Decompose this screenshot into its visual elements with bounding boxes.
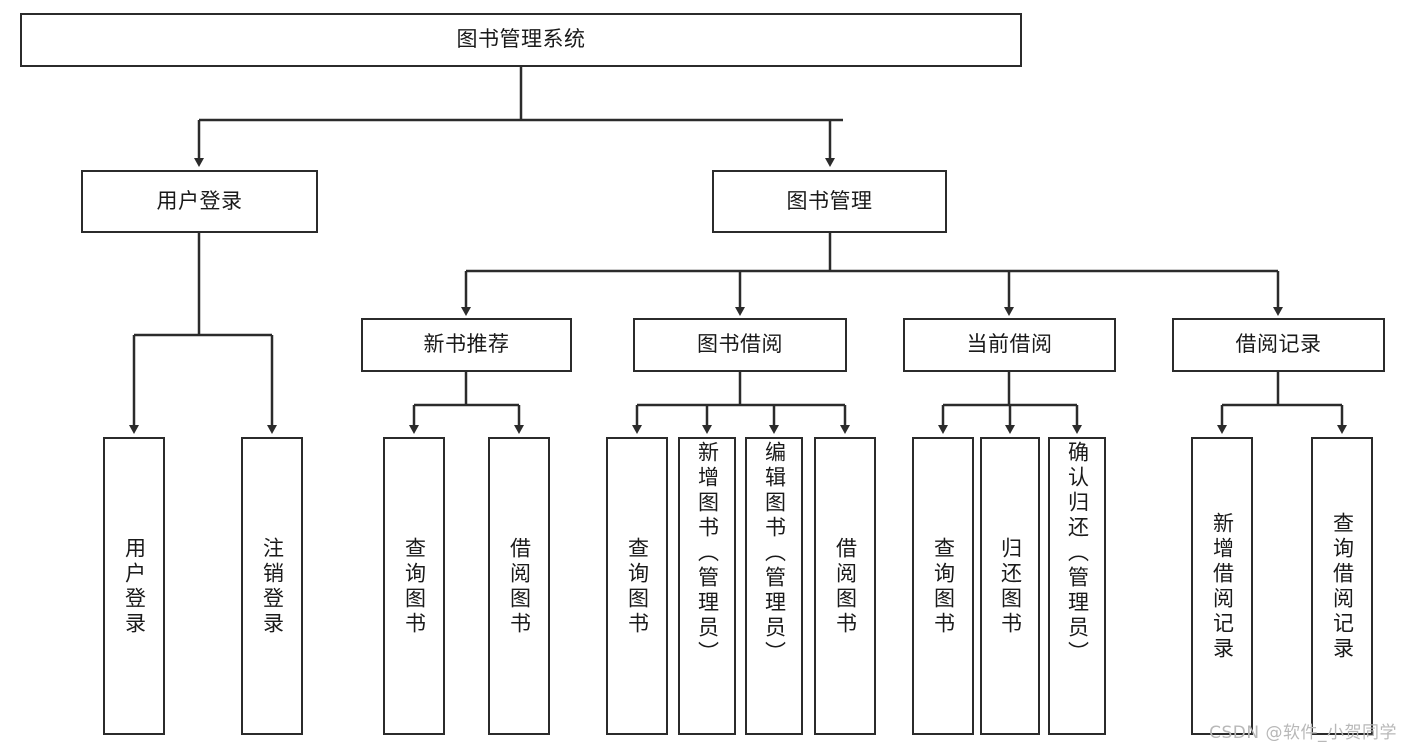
- leaf-user-login-signout[interactable]: 注销登录: [241, 437, 303, 735]
- node-label: 查询借阅记录: [1330, 512, 1355, 662]
- node-label: 借阅图书: [507, 537, 532, 637]
- node-label: 确认归还（管理员）: [1065, 441, 1090, 666]
- node-label: 当前借阅: [966, 332, 1053, 357]
- leaf-new-book-query[interactable]: 查询图书: [383, 437, 445, 735]
- node-user-login[interactable]: 用户登录: [81, 170, 318, 233]
- leaf-user-login-signin[interactable]: 用户登录: [103, 437, 165, 735]
- leaf-borrow-query-book[interactable]: 查询图书: [606, 437, 668, 735]
- node-label: 借阅记录: [1235, 332, 1322, 357]
- node-label: 用户登录: [122, 537, 147, 637]
- node-book-borrow[interactable]: 图书借阅: [633, 318, 847, 372]
- leaf-current-return-book[interactable]: 归还图书: [980, 437, 1040, 735]
- node-label: 新增借阅记录: [1210, 512, 1235, 662]
- node-borrow-record[interactable]: 借阅记录: [1172, 318, 1385, 372]
- node-label: 编辑图书（管理员）: [762, 441, 787, 666]
- node-label: 图书管理: [786, 188, 873, 213]
- node-label: 归还图书: [998, 537, 1023, 637]
- node-label: 注销登录: [260, 537, 285, 637]
- node-book-management[interactable]: 图书管理: [712, 170, 947, 233]
- node-current-borrow[interactable]: 当前借阅: [903, 318, 1116, 372]
- leaf-borrow-edit-book-admin[interactable]: 编辑图书（管理员）: [745, 437, 803, 735]
- leaf-current-query-book[interactable]: 查询图书: [912, 437, 974, 735]
- csdn-watermark: CSDN @软件_小贺同学: [1209, 723, 1397, 743]
- leaf-new-book-borrow[interactable]: 借阅图书: [488, 437, 550, 735]
- node-label: 图书管理系统: [456, 27, 586, 52]
- leaf-record-query-record[interactable]: 查询借阅记录: [1311, 437, 1373, 735]
- leaf-current-confirm-return-admin[interactable]: 确认归还（管理员）: [1048, 437, 1106, 735]
- leaf-borrow-add-book-admin[interactable]: 新增图书（管理员）: [678, 437, 736, 735]
- node-label: 新书推荐: [423, 332, 510, 357]
- node-new-book-recommend[interactable]: 新书推荐: [361, 318, 572, 372]
- node-label: 图书借阅: [697, 332, 783, 357]
- leaf-borrow-borrow-book[interactable]: 借阅图书: [814, 437, 876, 735]
- node-label: 查询图书: [931, 537, 956, 637]
- node-label: 新增图书（管理员）: [695, 441, 720, 666]
- node-label: 查询图书: [625, 537, 650, 637]
- node-label: 查询图书: [402, 537, 427, 637]
- node-root-system[interactable]: 图书管理系统: [20, 13, 1022, 67]
- node-label: 用户登录: [156, 188, 243, 213]
- leaf-record-add-record[interactable]: 新增借阅记录: [1191, 437, 1253, 735]
- node-label: 借阅图书: [833, 537, 858, 637]
